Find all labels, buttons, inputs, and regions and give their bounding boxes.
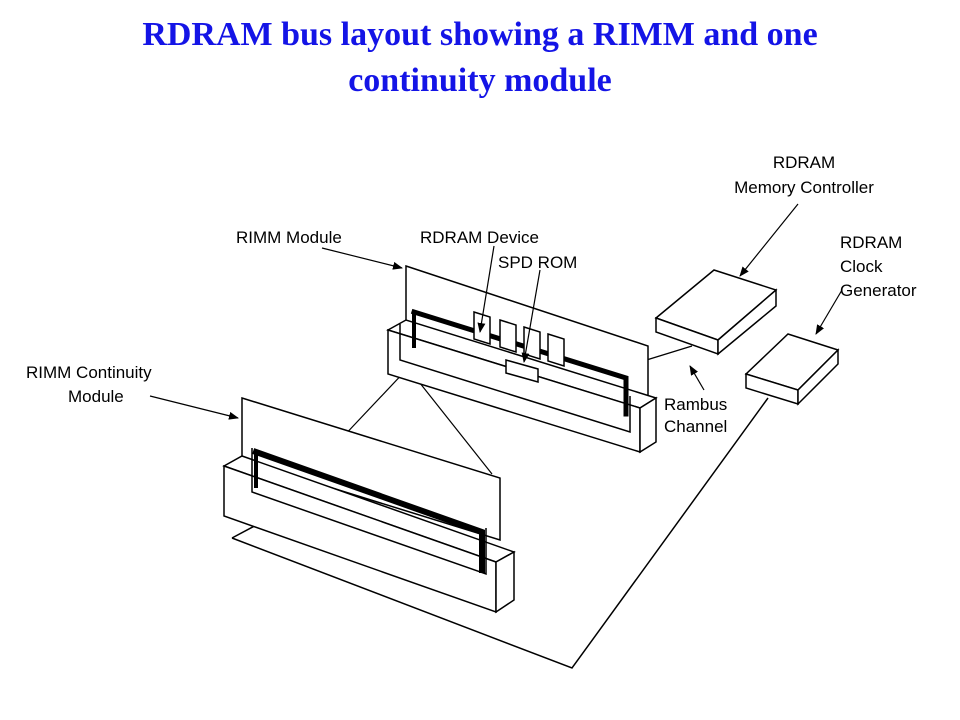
label-channel-line-1: Rambus <box>664 395 727 414</box>
rimm-module <box>386 264 658 454</box>
label-channel-line-2: Channel <box>664 417 727 436</box>
label-clock-line-2: Clock <box>840 257 883 276</box>
title-line-2: continuity module <box>348 62 612 99</box>
memory-controller-box <box>654 269 778 356</box>
label-rdram-device: RDRAM Device <box>420 228 539 247</box>
label-continuity-line-2: Module <box>68 387 124 406</box>
label-controller-line-2: Memory Controller <box>734 178 874 197</box>
label-controller-line-1: RDRAM <box>773 153 835 172</box>
label-spd-rom: SPD ROM <box>498 253 577 272</box>
title-line-1: RDRAM bus layout showing a RIMM and one <box>142 16 818 53</box>
label-clock-line-1: RDRAM <box>840 233 902 252</box>
leader-arrows <box>149 203 843 420</box>
clock-generator-box <box>744 333 840 406</box>
rimm-continuity-module <box>222 396 516 614</box>
label-rimm-module: RIMM Module <box>236 228 342 247</box>
label-continuity-line-1: RIMM Continuity <box>26 363 152 382</box>
spd-rom-chip <box>505 359 539 383</box>
label-clock-line-3: Generator <box>840 281 917 300</box>
slide-title: RDRAM bus layout showing a RIMM and one … <box>0 12 960 104</box>
